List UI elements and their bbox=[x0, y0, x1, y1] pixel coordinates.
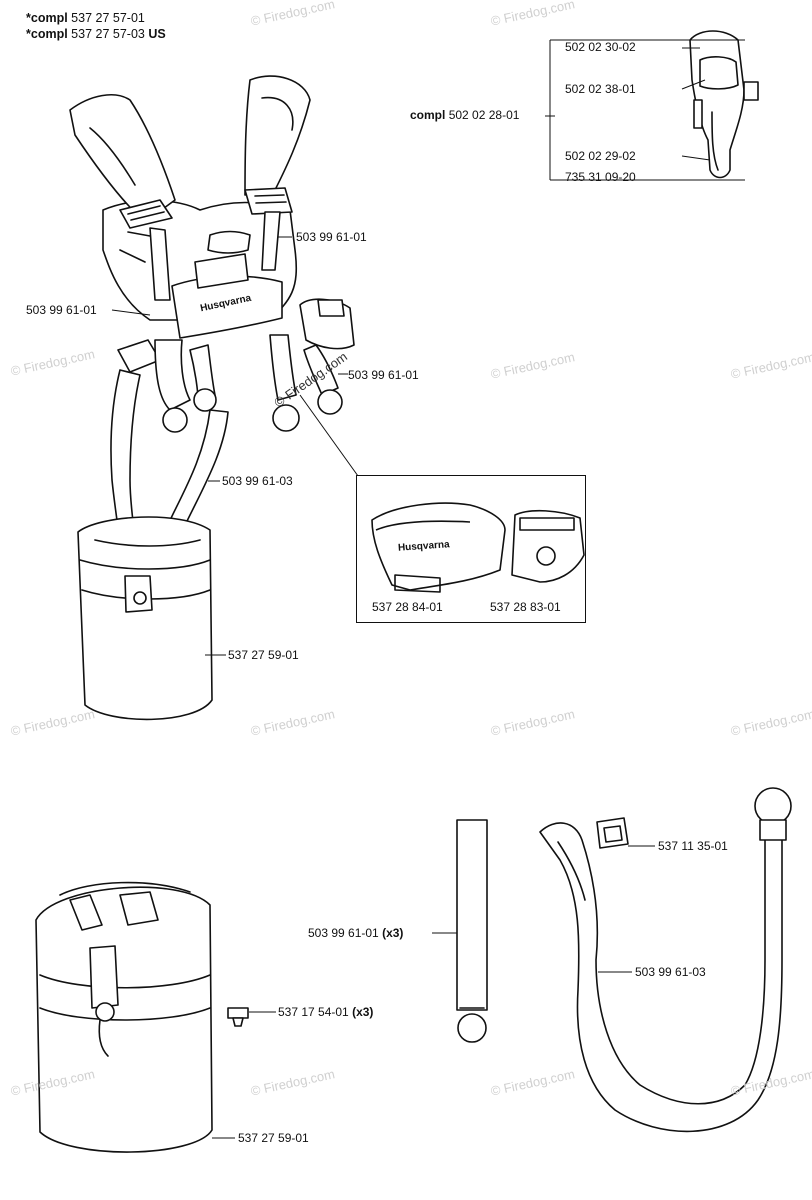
inset-detail-box bbox=[356, 475, 586, 623]
part-503-99-61-01-left: 503 99 61-01 bbox=[26, 303, 97, 317]
header-line-1-prefix: *compl bbox=[26, 11, 68, 25]
buckle bbox=[596, 817, 629, 849]
part-537-27-59-01-hip: 537 27 59-01 bbox=[228, 648, 299, 662]
part-503-99-61-03-belt: 503 99 61-03 bbox=[222, 474, 293, 488]
header-line-2: *compl 537 27 57-03 US bbox=[26, 26, 166, 42]
part-502-02-30-02: 502 02 30-02 bbox=[565, 40, 636, 54]
part-537-28-84-01: 537 28 84-01 bbox=[372, 600, 443, 614]
part-502-02-38-01: 502 02 38-01 bbox=[565, 82, 636, 96]
part-537-28-83-01: 537 28 83-01 bbox=[490, 600, 561, 614]
harness-assembly bbox=[69, 75, 355, 721]
part-503-99-61-01-pad: 503 99 61-01 bbox=[348, 368, 419, 382]
screw bbox=[227, 1007, 249, 1027]
header-line-1: *compl 537 27 57-01 bbox=[26, 10, 145, 26]
part-503-99-61-01-right: 503 99 61-01 bbox=[296, 230, 367, 244]
header-line-1-code: 537 27 57-01 bbox=[71, 11, 145, 25]
short-strap bbox=[456, 819, 488, 1043]
part-503-99-61-03-long: 503 99 61-03 bbox=[635, 965, 706, 979]
part-503-99-61-01-x3: 503 99 61-01 (x3) bbox=[308, 926, 404, 940]
part-537-17-54-01-x3: 537 17 54-01 (x3) bbox=[278, 1005, 374, 1019]
shoulder-strap-left bbox=[69, 94, 176, 223]
part-502-02-29-02: 502 02 29-02 bbox=[565, 149, 636, 163]
hook-assembly bbox=[689, 30, 759, 179]
header-line-2-prefix: *compl bbox=[26, 27, 68, 41]
leader-lines bbox=[111, 39, 745, 1139]
part-compl-502-02-28-01: compl 502 02 28-01 bbox=[410, 108, 520, 122]
part-735-31-09-20: 735 31 09-20 bbox=[565, 170, 636, 184]
header-line-2-code: 537 27 57-03 bbox=[71, 27, 145, 41]
part-537-27-59-01-bottom: 537 27 59-01 bbox=[238, 1131, 309, 1145]
hip-pad-bottom-group bbox=[35, 881, 213, 1153]
part-537-11-35-01: 537 11 35-01 bbox=[658, 839, 728, 853]
long-belt bbox=[539, 787, 792, 1133]
header-line-2-suffix: US bbox=[148, 27, 166, 41]
shoulder-strap-right bbox=[244, 75, 311, 196]
